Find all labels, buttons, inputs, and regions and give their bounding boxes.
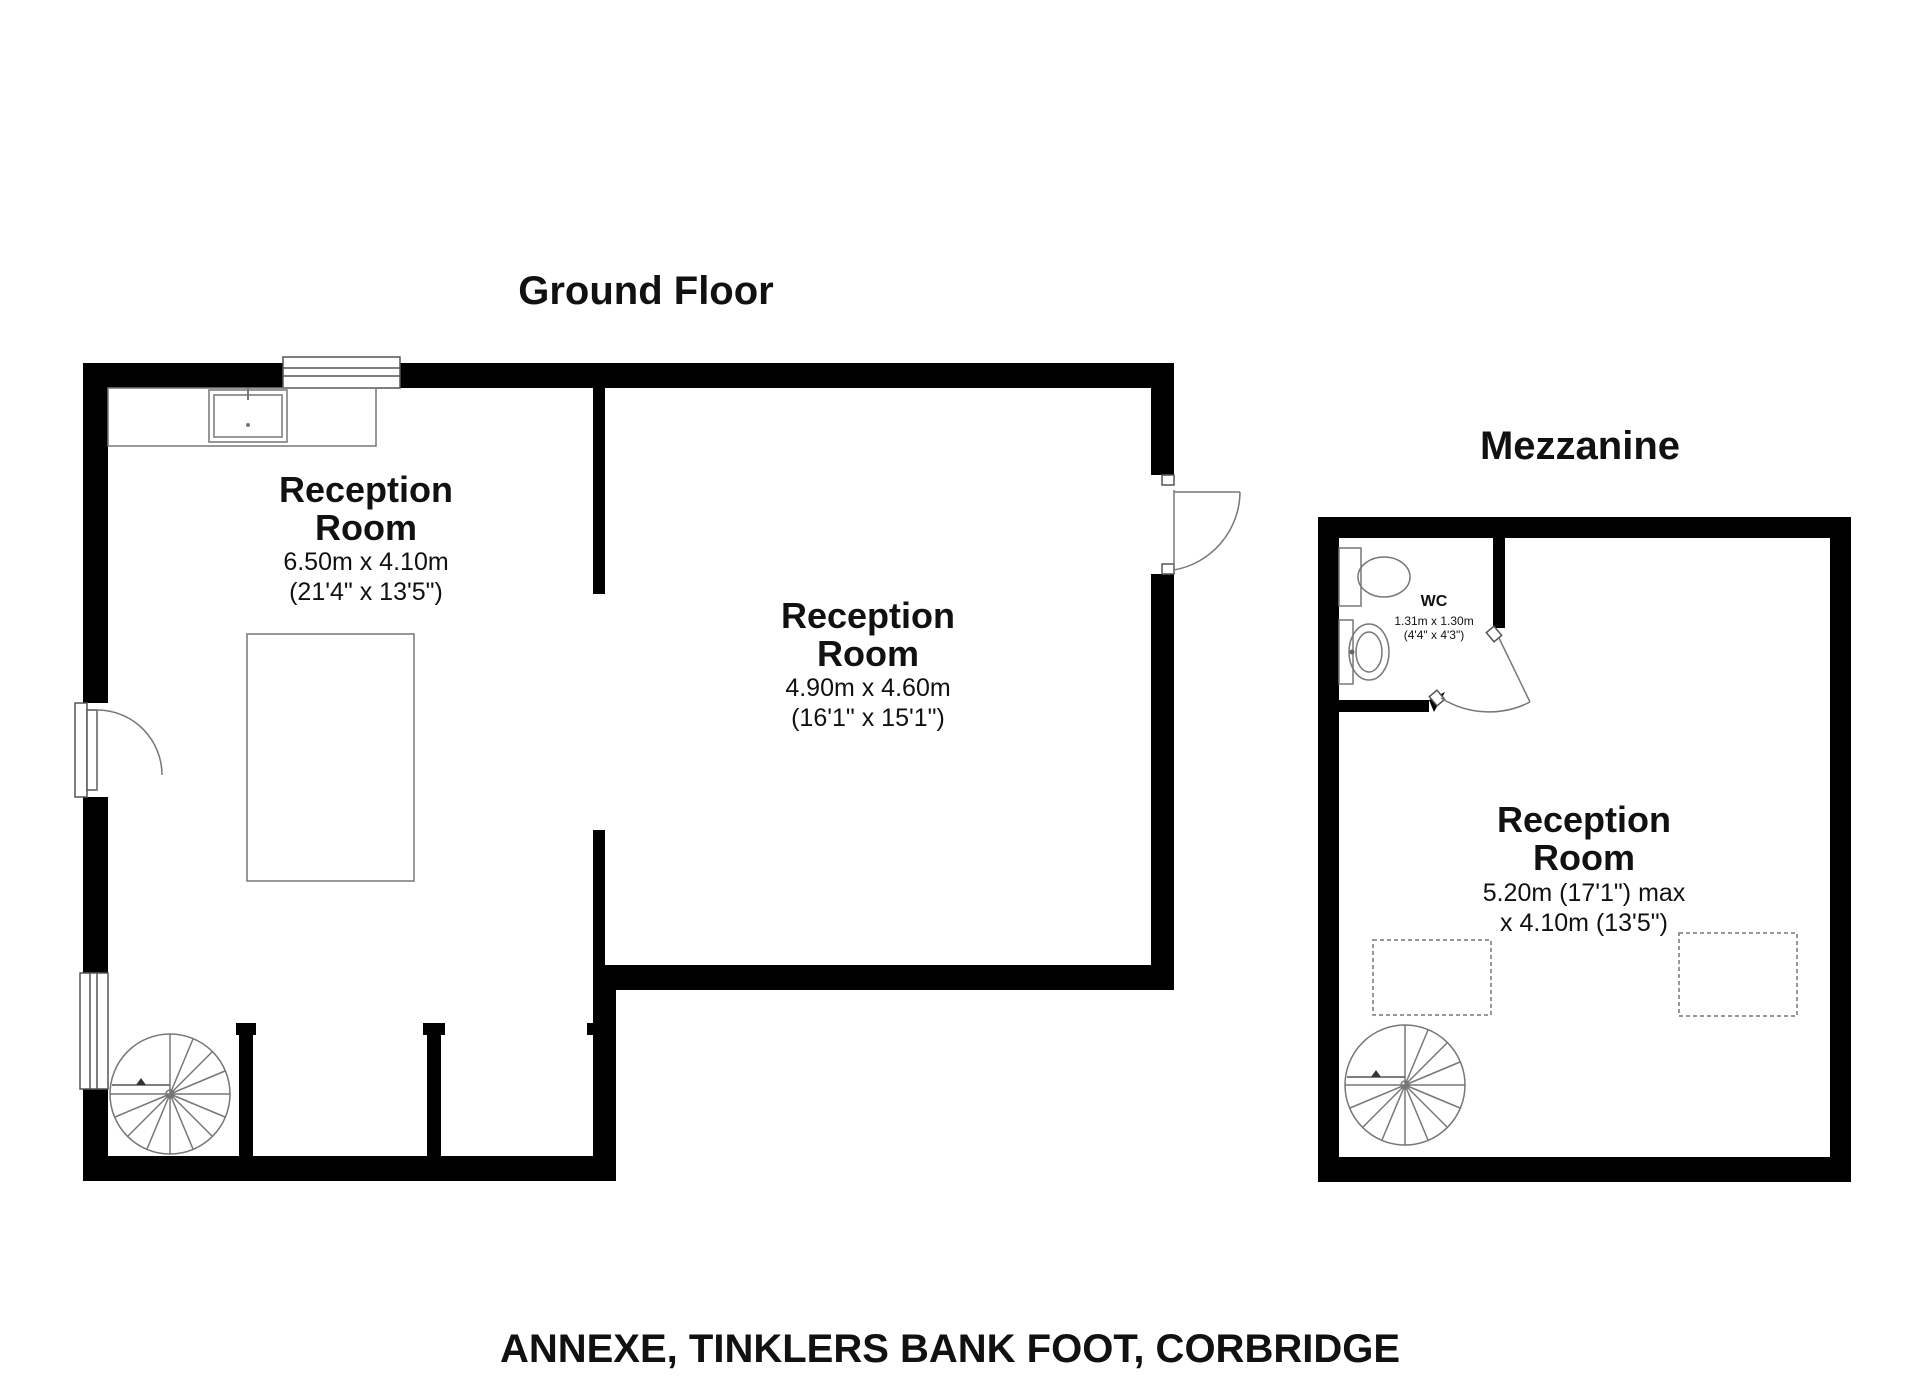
mezzanine-walls xyxy=(1318,517,1851,1182)
wall-segment xyxy=(83,363,283,388)
room-name: Room xyxy=(817,633,919,674)
mezzanine-heading: Mezzanine xyxy=(1480,424,1680,468)
room-name: WC xyxy=(1421,593,1448,610)
wall-segment xyxy=(1830,517,1851,1182)
partition-wall xyxy=(239,1023,253,1156)
room-label-reception-right: Reception Room 4.90m x 4.60m (16'1" x 15… xyxy=(781,595,955,732)
wc-wall xyxy=(1339,700,1429,712)
room-label-reception-mezzanine: Reception Room 5.20m (17'1") max x 4.10m… xyxy=(1483,799,1686,937)
roof-window-outline xyxy=(1678,932,1798,1017)
room-name: Room xyxy=(315,507,417,548)
cistern-icon xyxy=(1338,547,1362,607)
room-label-wc: WC 1.31m x 1.30m (4'4" x 4'3") xyxy=(1394,593,1473,642)
wall-segment xyxy=(1318,517,1851,538)
room-name: Reception xyxy=(279,469,453,510)
partition-wall xyxy=(587,1023,597,1035)
room-dimensions-imperial: (21'4" x 13'5") xyxy=(289,578,443,606)
room-dimensions-line1: 5.20m (17'1") max xyxy=(1483,879,1686,907)
spiral-staircase-icon xyxy=(109,1033,231,1155)
wall-segment xyxy=(1151,574,1174,990)
ground-floor-walls xyxy=(83,363,1174,1181)
room-dimensions-metric: 6.50m x 4.10m xyxy=(283,548,448,576)
partition-wall xyxy=(236,1023,256,1035)
partition-wall xyxy=(427,1023,441,1156)
door-icon xyxy=(74,702,163,798)
roof-window-outline xyxy=(1372,939,1492,1016)
wall-segment xyxy=(593,965,1174,990)
room-dimensions-metric: 1.31m x 1.30m xyxy=(1394,614,1473,628)
room-dimensions-metric: 4.90m x 4.60m xyxy=(785,674,950,702)
door-icon xyxy=(1428,625,1531,713)
room-name: Reception xyxy=(1497,799,1671,840)
partition-wall xyxy=(423,1023,445,1035)
partition-wall xyxy=(593,388,605,594)
property-address: ANNEXE, TINKLERS BANK FOOT, CORBRIDGE xyxy=(500,1327,1400,1371)
room-name: Reception xyxy=(781,595,955,636)
wall-segment xyxy=(400,363,1174,388)
spiral-staircase-icon xyxy=(1344,1024,1466,1146)
room-dimensions-imperial: (4'4" x 4'3") xyxy=(1404,628,1464,642)
toilet-icon xyxy=(1357,556,1411,598)
wall-segment xyxy=(593,965,616,1181)
room-name: Room xyxy=(1533,837,1635,878)
wall-segment xyxy=(83,363,108,703)
wall-segment xyxy=(1151,363,1174,475)
room-dimensions-line2: x 4.10m (13'5") xyxy=(1500,909,1668,937)
window xyxy=(282,356,401,389)
wc-wall xyxy=(1493,538,1505,628)
wall-segment xyxy=(83,1156,616,1181)
wall-segment xyxy=(1318,517,1339,1182)
kitchen-counter xyxy=(107,387,377,447)
ground-floor-heading: Ground Floor xyxy=(518,269,774,313)
room-dimensions-imperial: (16'1" x 15'1") xyxy=(791,704,945,732)
wc-fittings xyxy=(1338,547,1411,685)
wall-segment xyxy=(1318,1157,1851,1182)
kitchen-island xyxy=(246,633,415,882)
door-icon xyxy=(1161,474,1241,575)
partition-wall xyxy=(593,830,605,990)
window xyxy=(79,972,109,1090)
room-label-reception-left: Reception Room 6.50m x 4.10m (21'4" x 13… xyxy=(279,469,453,606)
wall-segment xyxy=(83,797,108,973)
